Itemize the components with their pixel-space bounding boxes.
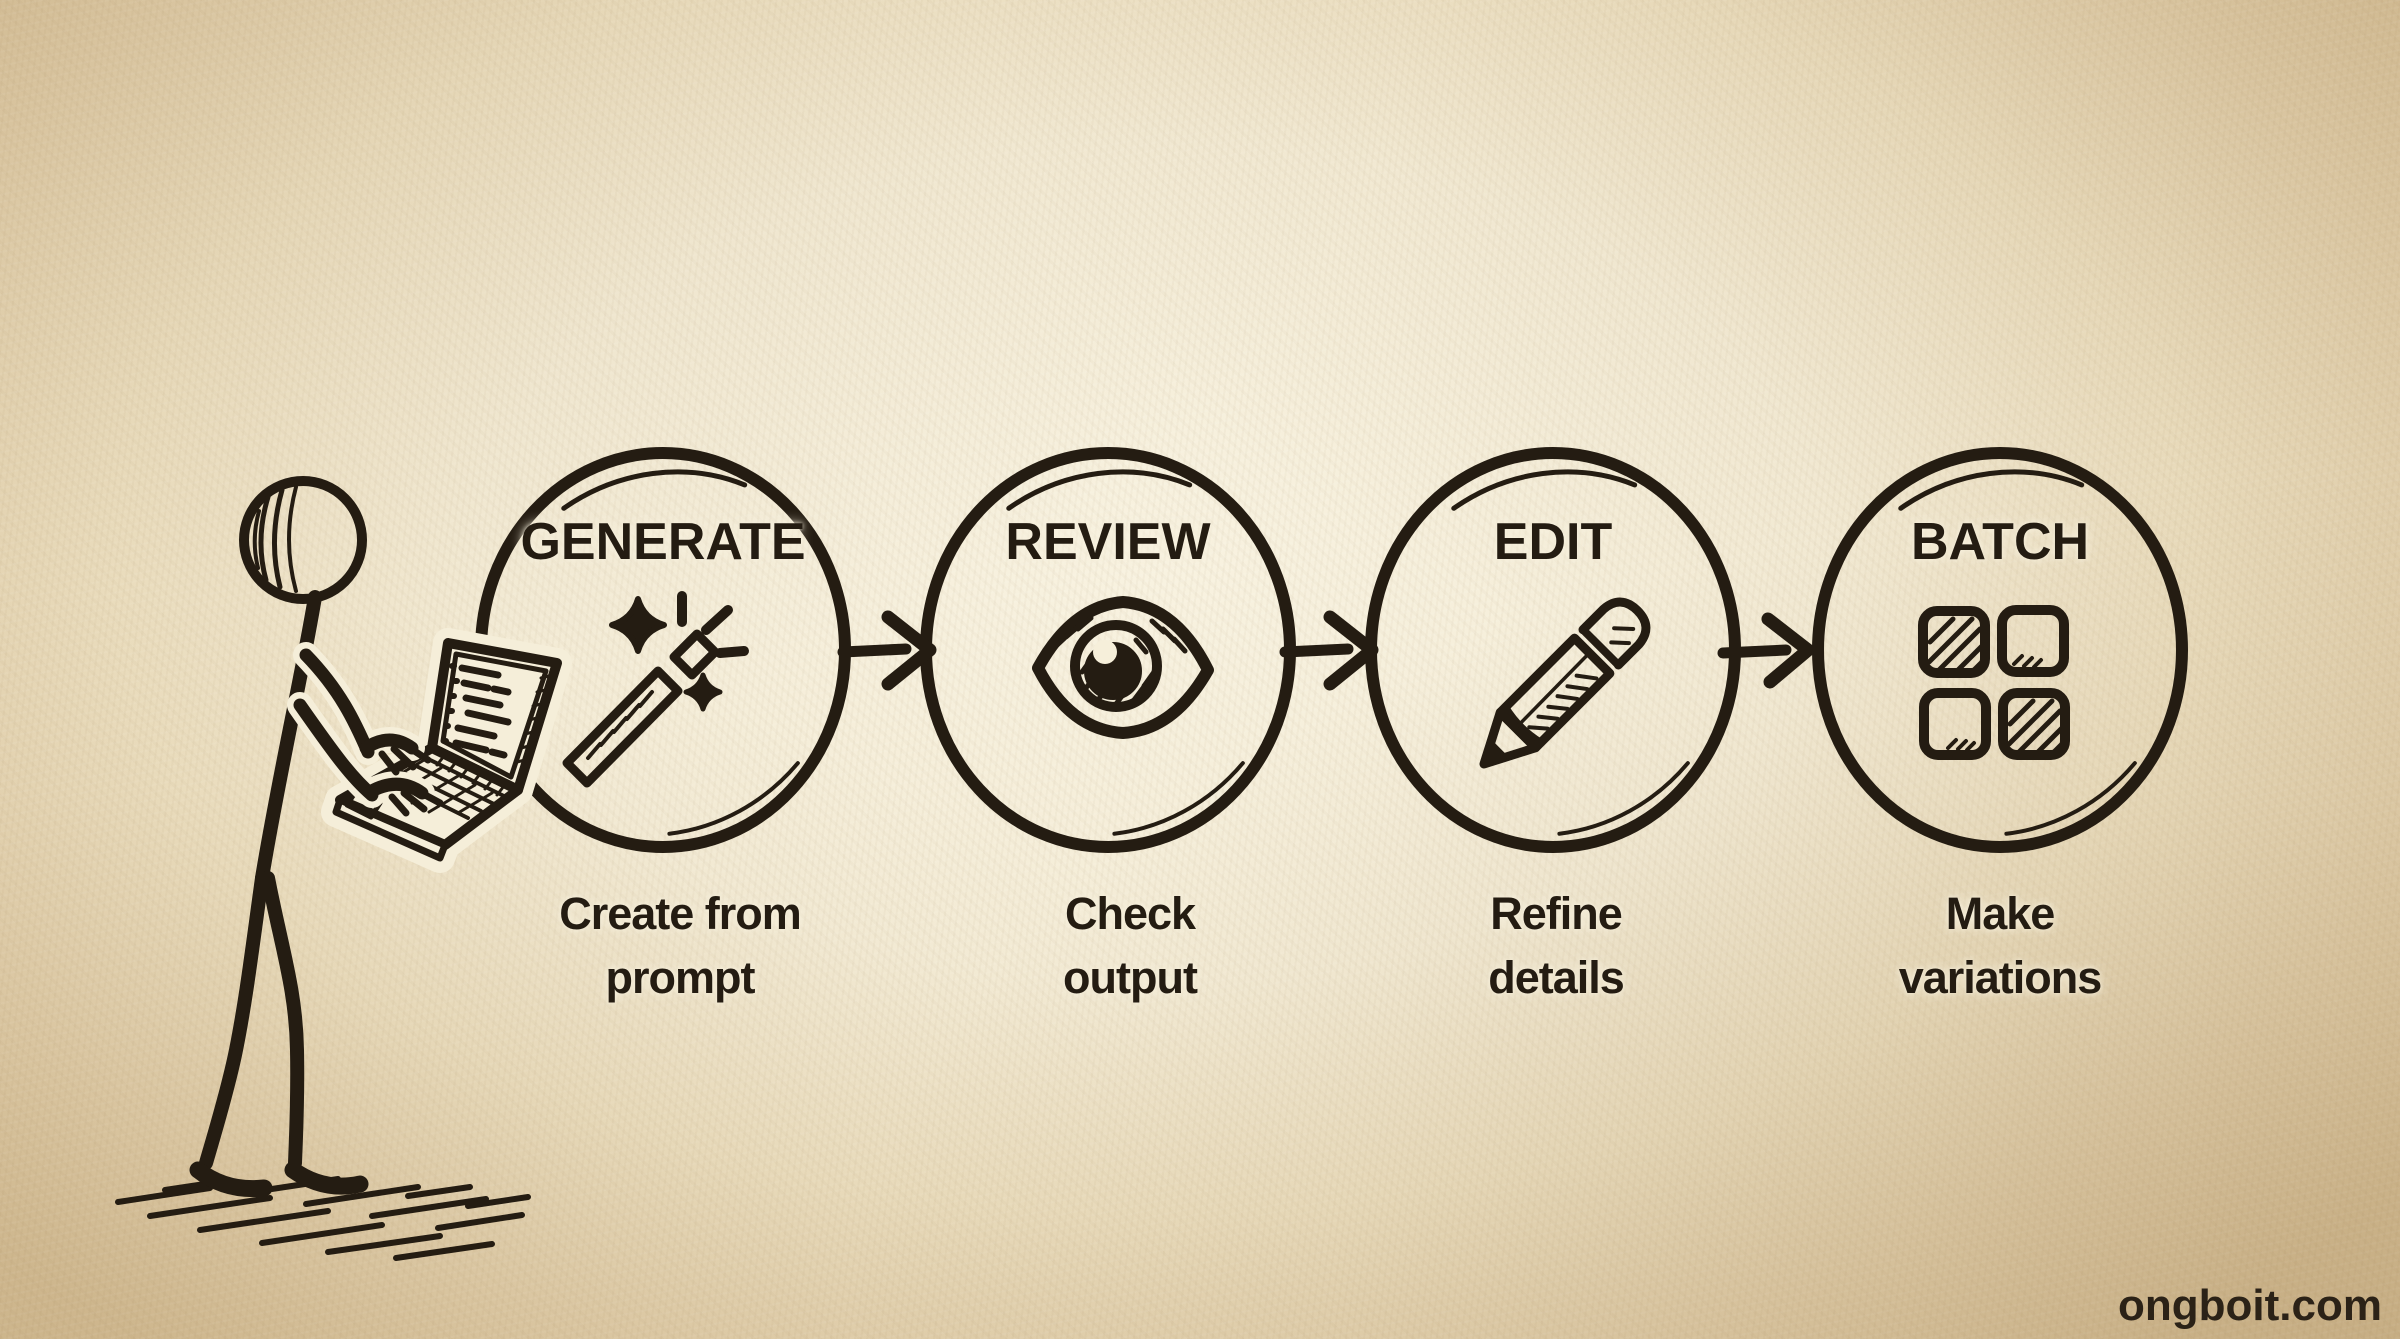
laptop-screen-code-lines [441, 663, 512, 759]
caption-line: Check [1064, 888, 1196, 939]
caption-line: Create from [559, 888, 802, 939]
step-circle-batch [1812, 447, 2188, 853]
arrow-right-icon [1279, 610, 1379, 691]
magic-wand-icon [562, 591, 749, 788]
caption-line: details [1488, 952, 1625, 1003]
caption-batch: Make variations [1770, 882, 2230, 1010]
arrow-right-icon [1717, 612, 1815, 689]
caption-line: output [1063, 952, 1198, 1003]
caption-line: Make [1945, 888, 2056, 939]
step-label-edit: EDIT [1493, 513, 1613, 571]
step-label-batch: BATCH [1910, 513, 2090, 571]
caption-line: prompt [605, 952, 756, 1003]
caption-review: Check output [900, 882, 1360, 1010]
step-label-generate: GENERATE [520, 513, 806, 571]
arrow-right-icon [837, 610, 937, 691]
grid-icon [1918, 605, 2070, 760]
ground-shading [115, 1176, 531, 1261]
eye-icon [1032, 596, 1214, 739]
caption-line: variations [1898, 952, 2103, 1003]
stick-figure-arms [287, 642, 444, 817]
watermark-text: ongboit.com [2118, 1281, 2382, 1330]
caption-line: Refine [1490, 888, 1623, 939]
caption-generate: Create from prompt [450, 882, 910, 1010]
stick-figure-icon [189, 476, 369, 1198]
pencil-icon [1479, 597, 1651, 769]
caption-edit: Refine details [1326, 882, 1786, 1010]
step-label-review: REVIEW [1005, 513, 1211, 571]
